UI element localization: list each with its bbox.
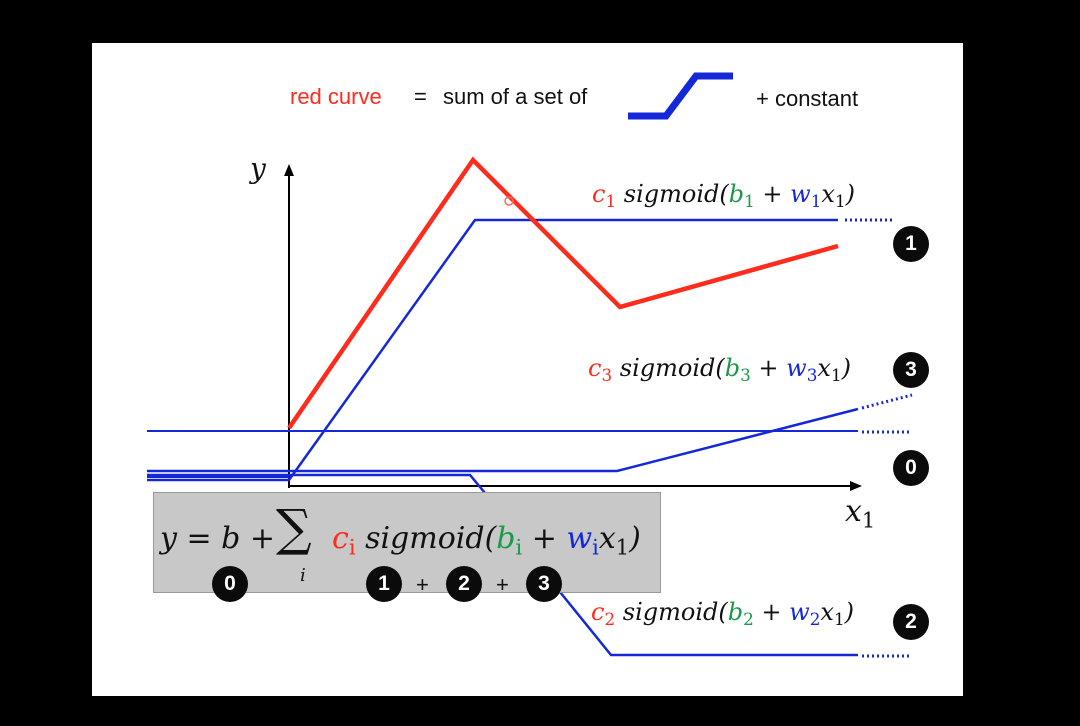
red-curve <box>287 156 839 430</box>
badge-0-formula: 0 <box>212 566 248 602</box>
badge-2-right: 2 <box>893 604 929 640</box>
badge-2-formula: 2 <box>446 566 482 602</box>
sigmoid-2-curve <box>147 473 486 494</box>
sigmoid-3-curve <box>147 407 859 473</box>
formula-plus-1: + <box>416 572 429 597</box>
header-plus-constant: + constant <box>756 86 859 111</box>
sigmoid-2-curve-lower <box>559 591 858 657</box>
sigmoid-3-label: c3 sigmoid(b3 + w3x1) <box>588 354 852 386</box>
dots-sigmoid-3 <box>861 393 913 410</box>
badge-0-right: 0 <box>893 450 929 486</box>
header-red-curve: red curve <box>290 84 382 109</box>
formula-plus-2: + <box>496 572 509 597</box>
y-axis-arrow <box>284 164 294 176</box>
formula-body: ci sigmoid(bi + wix1) <box>332 521 641 560</box>
sigmoid-1-curve <box>147 218 838 482</box>
badge-1-formula: 1 <box>366 566 402 602</box>
x-axis-label: x1 <box>845 494 876 533</box>
cursor-marker <box>504 196 514 206</box>
y-axis-label: y <box>250 152 266 185</box>
badge-3-right: 3 <box>893 352 929 388</box>
x-axis-arrow <box>850 481 862 491</box>
header-sum-of-set: sum of a set of <box>443 84 588 109</box>
formula-lhs: y = b + <box>160 521 276 556</box>
sigmoid-2-label: c2 sigmoid(b2 + w2x1) <box>591 598 855 630</box>
legend-step-icon <box>628 72 733 120</box>
formula-sigma: ∑ <box>276 499 312 557</box>
sigmoid-1-label: c1 sigmoid(b1 + w1x1) <box>592 180 856 212</box>
badge-3-formula: 3 <box>526 566 562 602</box>
formula-sigma-sub: i <box>300 565 306 586</box>
header-equals: = <box>414 84 427 109</box>
badge-1-right: 1 <box>893 226 929 262</box>
